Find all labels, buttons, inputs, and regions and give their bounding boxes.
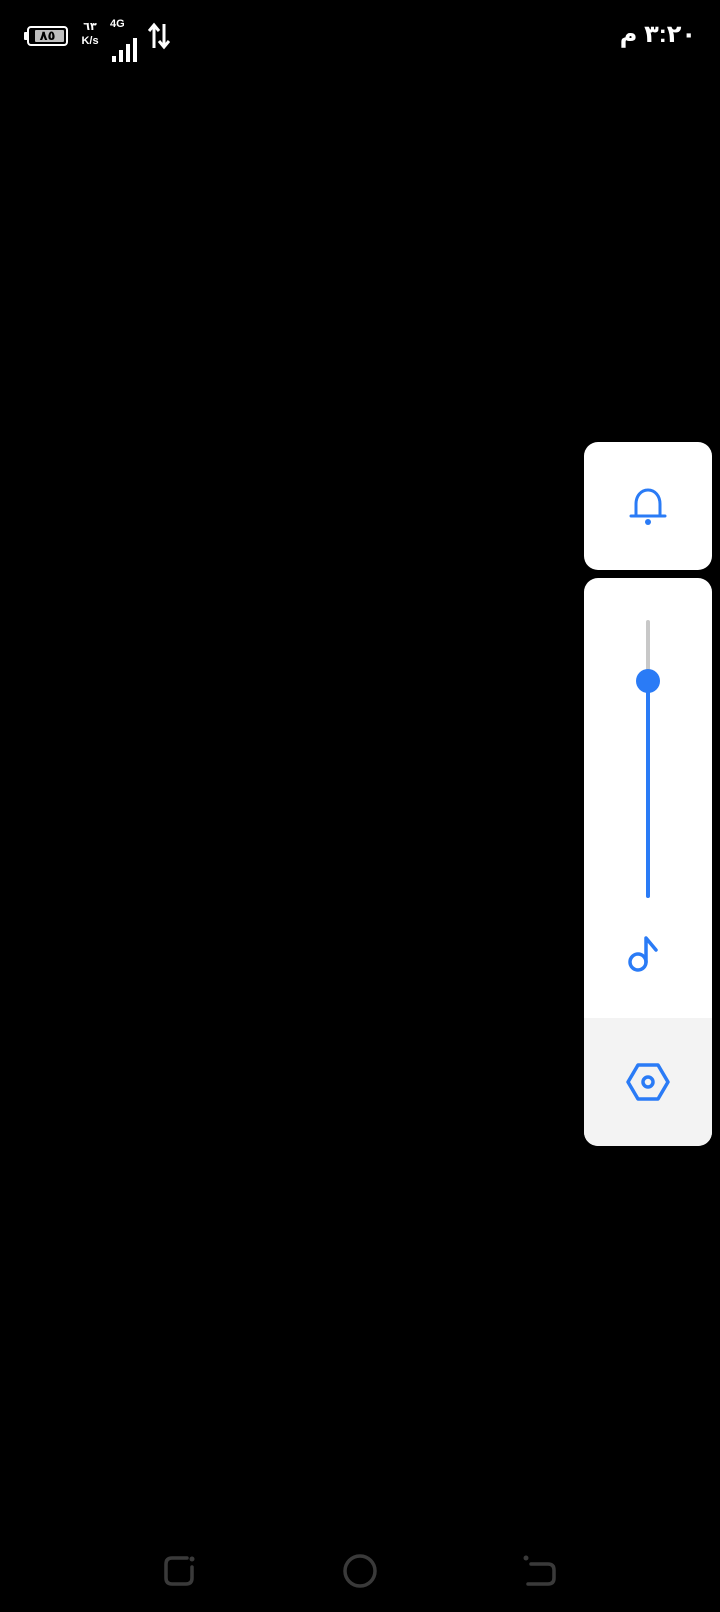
- back-icon[interactable]: [520, 1550, 560, 1590]
- ringer-mode-button[interactable]: [584, 442, 712, 570]
- network-speed-unit: K/s: [81, 35, 99, 47]
- home-icon[interactable]: [340, 1550, 380, 1590]
- media-volume-panel: [584, 578, 712, 1146]
- recents-icon[interactable]: [160, 1550, 200, 1590]
- bell-icon: [629, 488, 667, 525]
- slider-fill: [646, 681, 650, 898]
- volume-settings-button[interactable]: [584, 1018, 712, 1146]
- network-speed: ٦٣ K/s: [78, 20, 102, 48]
- status-bar: ٨٥ ٦٣ K/s 4G ٣:٢٠ م: [0, 0, 720, 72]
- status-clock: ٣:٢٠ م: [619, 21, 696, 48]
- cell-signal: 4G: [110, 18, 144, 62]
- network-type: 4G: [110, 18, 125, 30]
- battery-icon: ٨٥: [24, 26, 68, 46]
- battery-fill: [35, 30, 64, 42]
- battery-level: ٨٥: [39, 28, 56, 43]
- media-volume-slider[interactable]: [628, 620, 668, 898]
- data-activity-icon: [148, 22, 170, 50]
- network-speed-value: ٦٣: [83, 21, 97, 33]
- settings-hexagon-icon: [626, 1063, 670, 1101]
- navigation-bar: [0, 1528, 720, 1612]
- music-note-icon: [628, 936, 658, 972]
- cell-signal-icon: [112, 38, 137, 62]
- slider-thumb[interactable]: [636, 669, 660, 694]
